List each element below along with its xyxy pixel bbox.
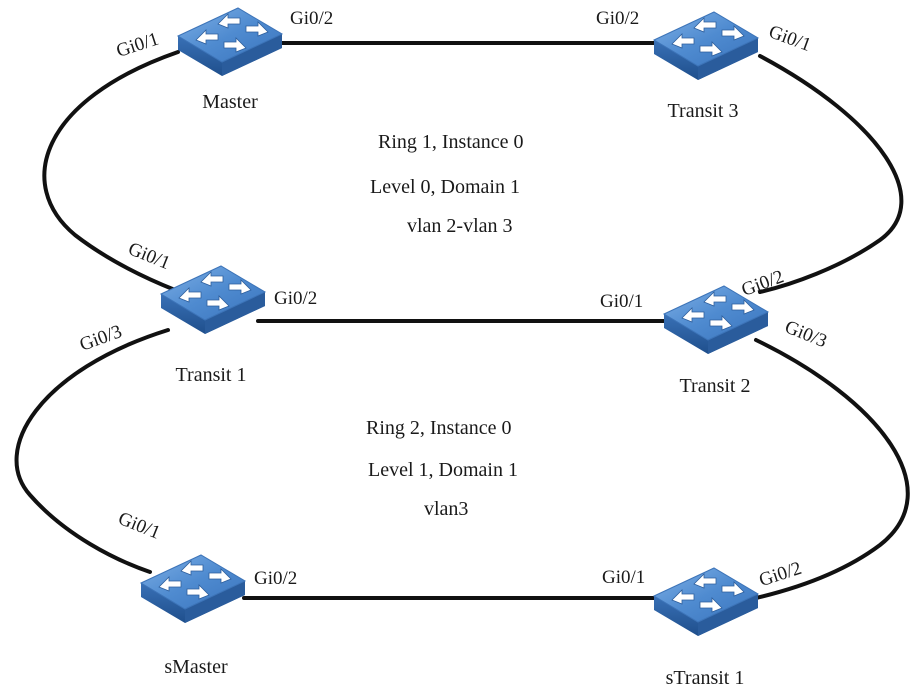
port-label-master-gi02: Gi0/2: [290, 8, 333, 29]
port-label-transit2-gi01: Gi0/1: [600, 291, 643, 312]
switch-stransit1[interactable]: sTransit 1: [653, 567, 759, 688]
port-label-transit2-gi03: Gi0/3: [782, 317, 830, 353]
switch-icon: [653, 567, 759, 637]
port-label-transit1-gi02: Gi0/2: [274, 288, 317, 309]
links: [14, 41, 910, 600]
port-label-smaster-gi01: Gi0/1: [115, 508, 163, 544]
switch-transit1[interactable]: Transit 1: [160, 265, 266, 386]
ring1-description: Ring 1, Instance 0 Level 0, Domain 1 vla…: [370, 131, 524, 237]
node-label-smaster: sMaster: [164, 656, 228, 678]
port-label-transit2-gi02: Gi0/2: [739, 266, 787, 301]
node-label-transit1: Transit 1: [176, 364, 247, 386]
node-label-master: Master: [202, 91, 258, 113]
port-label-smaster-gi02: Gi0/2: [254, 568, 297, 589]
ring1-line3: vlan 2-vlan 3: [407, 215, 513, 237]
ring2-line3: vlan3: [424, 498, 468, 520]
ring1-line1: Ring 1, Instance 0: [378, 131, 524, 153]
node-label-transit3: Transit 3: [668, 100, 739, 122]
switch-icon: [160, 265, 266, 335]
switch-transit3[interactable]: Transit 3: [653, 11, 759, 122]
link-transit2-stransit1: [754, 338, 910, 600]
port-label-stransit1-gi01: Gi0/1: [602, 567, 645, 588]
port-label-transit3-gi01: Gi0/1: [766, 21, 814, 56]
ring2-line1: Ring 2, Instance 0: [366, 417, 512, 439]
switch-transit2[interactable]: Transit 2: [663, 285, 769, 397]
switch-master[interactable]: Master: [177, 7, 283, 113]
port-label-master-gi01: Gi0/1: [114, 29, 162, 62]
switch-icon: [653, 11, 759, 81]
link-transit1-smaster: [14, 328, 170, 574]
ring1-line2: Level 0, Domain 1: [370, 176, 520, 198]
switch-smaster[interactable]: sMaster: [140, 554, 246, 678]
ring2-line2: Level 1, Domain 1: [368, 459, 518, 481]
switch-icon: [177, 7, 283, 77]
switch-icon: [140, 554, 246, 624]
node-label-stransit1: sTransit 1: [666, 667, 745, 688]
port-label-transit3-gi02: Gi0/2: [596, 8, 639, 29]
ring2-description: Ring 2, Instance 0 Level 1, Domain 1 vla…: [366, 417, 518, 520]
link-master-transit1: [42, 50, 180, 292]
link-transit3-transit2: [758, 54, 904, 294]
node-label-transit2: Transit 2: [680, 375, 751, 397]
